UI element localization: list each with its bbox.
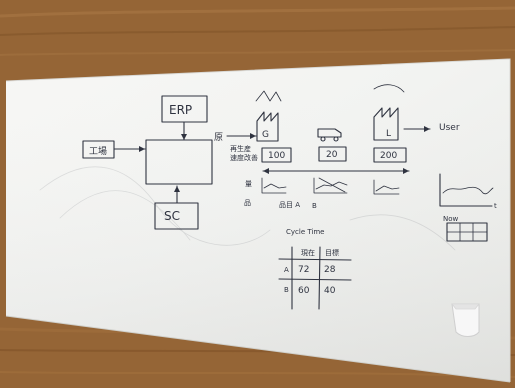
counter-3: 200 <box>380 151 397 161</box>
marker-holder <box>451 303 480 337</box>
main-arrow-head <box>250 133 256 139</box>
top-scribble-left <box>255 90 282 102</box>
row-a-value-1: 72 <box>298 265 309 275</box>
right-notes: t Now <box>439 173 497 242</box>
row-b-value-2: 40 <box>324 286 336 296</box>
arrow-label: 原 <box>214 132 223 143</box>
eraser-marks <box>39 166 456 251</box>
erp-arrow-head <box>181 134 187 140</box>
sc-label: SC <box>164 209 180 223</box>
grid-label: Now <box>443 215 459 223</box>
factory-g-outline <box>256 111 279 142</box>
user-arrow-head <box>424 126 430 132</box>
table-line-mid <box>318 246 321 310</box>
left-source-label: 工場 <box>89 145 107 157</box>
right-graph-line <box>442 186 494 195</box>
table-header-2: 目標 <box>325 248 339 257</box>
factory-strip: G L User 100 20 200 量 品 品目 A <box>244 84 460 210</box>
mini-graph-2 <box>313 177 348 194</box>
bottom-left-label-3: B <box>312 202 317 210</box>
left-flow-group: 工場 ERP SC 原 再生産 速度改善 <box>82 95 258 230</box>
row-a-value-2: 28 <box>324 265 336 275</box>
mini-graph-3 <box>373 179 400 195</box>
counter-box-1 <box>261 147 292 163</box>
user-label: User <box>439 123 460 133</box>
side-note-line-2: 速度改善 <box>230 153 258 162</box>
top-scribble-right <box>373 84 405 93</box>
row-label: 量 <box>245 180 252 188</box>
table-header-1: 現在 <box>301 248 315 257</box>
factory-l-label: L <box>386 129 391 139</box>
mini-graph-1 <box>261 177 287 194</box>
factory-g-label: G <box>262 130 269 140</box>
row-a-label: A <box>284 266 289 274</box>
truck-wheel-back <box>333 136 339 142</box>
side-note-line-1: 再生産 <box>230 144 251 153</box>
table-line-middle <box>278 278 352 281</box>
row-b-value-1: 60 <box>298 286 310 296</box>
table-title: Cycle Time <box>286 228 325 236</box>
counter-2: 20 <box>326 150 338 160</box>
truck-wheel-front <box>320 136 326 142</box>
sc-arrow-head <box>174 186 180 192</box>
graph-axis-label: t <box>494 202 497 210</box>
bottom-left-label-1: 品 <box>244 199 251 207</box>
factory-l-outline <box>373 107 399 141</box>
erp-label: ERP <box>169 103 192 117</box>
timeline-left-head <box>263 168 269 174</box>
bottom-left-label-2: 品目 A <box>279 201 300 209</box>
truck-body <box>317 128 342 138</box>
source-arrow-head <box>139 146 145 152</box>
center-process-box <box>145 139 213 185</box>
counter-box-3 <box>373 147 407 163</box>
counter-1: 100 <box>268 151 285 161</box>
cycle-time-table: Cycle Time 現在 目標 A 72 28 B 60 40 <box>278 228 352 310</box>
timeline-right-head <box>403 168 409 174</box>
right-graph-axes <box>439 173 493 207</box>
counter-box-2 <box>318 146 347 162</box>
table-line-top <box>278 258 352 261</box>
row-b-label: B <box>284 286 289 294</box>
